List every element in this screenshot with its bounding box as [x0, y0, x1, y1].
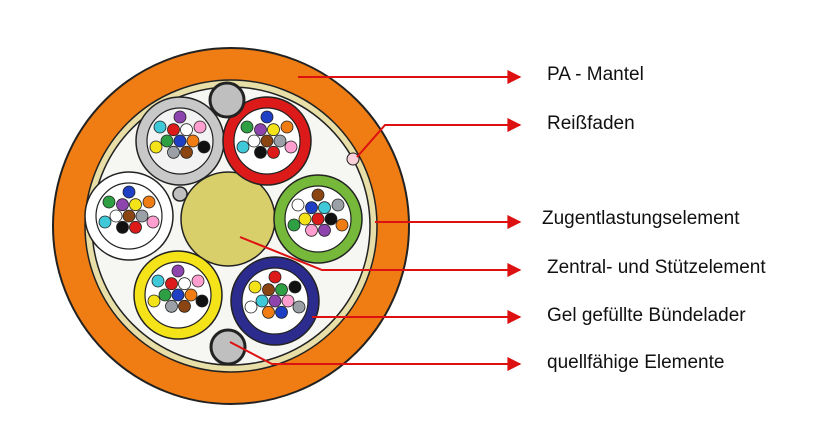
optical-fiber	[311, 212, 325, 226]
optical-fiber	[171, 264, 185, 278]
optical-fiber	[291, 198, 305, 212]
swelling-element-small	[172, 186, 188, 202]
optical-fiber	[122, 185, 136, 199]
optical-fiber	[116, 220, 129, 234]
ripcord	[346, 152, 360, 166]
optical-fiber	[180, 145, 193, 159]
optical-fiber	[280, 120, 294, 134]
optical-fiber	[167, 145, 180, 159]
label-pa-jacket: PA - Mantel	[547, 64, 644, 85]
optical-fiber	[149, 140, 163, 154]
optical-fiber	[195, 294, 209, 308]
optical-fiber	[165, 299, 178, 313]
optical-fiber	[116, 198, 129, 212]
optical-fiber	[247, 134, 261, 148]
optical-fiber	[248, 280, 262, 294]
optical-fiber	[305, 201, 318, 215]
buffer-tube-5	[133, 250, 223, 340]
optical-fiber	[318, 201, 331, 215]
optical-fiber	[173, 134, 187, 148]
optical-fiber	[129, 220, 142, 234]
optical-fiber	[267, 145, 280, 159]
optical-fiber	[129, 198, 142, 212]
optical-fiber	[151, 274, 165, 288]
optical-fiber	[160, 134, 174, 148]
optical-fiber	[311, 188, 325, 202]
optical-fiber	[180, 123, 193, 137]
optical-fiber	[193, 120, 207, 134]
optical-fiber	[184, 288, 198, 302]
buffer-tube-3	[273, 174, 363, 264]
optical-fiber	[197, 140, 211, 154]
buffer-tube-2	[222, 96, 312, 186]
arrow-swelling-element	[229, 341, 522, 371]
label-central-member: Zentral- und Stützelement	[547, 257, 766, 278]
optical-fiber	[262, 283, 275, 297]
optical-fiber	[267, 123, 280, 137]
optical-fiber	[273, 134, 287, 148]
optical-fiber	[178, 277, 191, 291]
optical-fiber	[171, 288, 185, 302]
optical-fiber	[122, 209, 136, 223]
optical-fiber	[275, 305, 288, 319]
optical-fiber	[135, 209, 149, 223]
label-ripcord: Reißfaden	[547, 113, 635, 134]
optical-fiber	[158, 288, 172, 302]
optical-fiber	[153, 120, 167, 134]
optical-fiber	[244, 300, 258, 314]
optical-fiber	[178, 299, 191, 313]
optical-fiber	[281, 294, 295, 308]
label-buffer-tubes: Gel gefüllte Bündelader	[547, 305, 746, 326]
optical-fiber	[254, 145, 267, 159]
optical-fiber	[186, 134, 200, 148]
optical-fiber	[109, 209, 123, 223]
label-swelling-elements: quellfähige Elemente	[547, 352, 725, 373]
optical-fiber	[147, 294, 161, 308]
buffer-tube-1	[135, 96, 225, 186]
optical-fiber	[288, 280, 302, 294]
optical-fiber	[167, 123, 180, 137]
optical-fiber	[298, 212, 312, 226]
optical-fiber	[191, 274, 205, 288]
optical-fiber	[165, 277, 178, 291]
optical-fiber	[255, 294, 269, 308]
swelling-element-bottom	[209, 328, 247, 366]
label-strength-member: Zugentlastungselement	[542, 208, 740, 229]
optical-fiber	[284, 140, 298, 154]
central-member	[180, 171, 276, 267]
arrow-ripcord	[356, 118, 522, 158]
swelling-element-top	[208, 81, 246, 119]
optical-fiber	[240, 120, 254, 134]
optical-fiber	[268, 270, 282, 284]
optical-fiber	[254, 123, 267, 137]
optical-fiber	[292, 300, 306, 314]
optical-fiber	[331, 198, 345, 212]
buffer-tube-4	[230, 256, 320, 346]
optical-fiber	[318, 223, 331, 237]
optical-fiber	[335, 218, 349, 232]
optical-fiber	[260, 134, 274, 148]
buffer-tube-6	[84, 171, 174, 261]
optical-fiber	[236, 140, 250, 154]
optical-fiber	[287, 218, 301, 232]
optical-fiber	[268, 294, 282, 308]
optical-fiber	[173, 110, 187, 124]
optical-fiber	[324, 212, 338, 226]
optical-fiber	[142, 195, 156, 209]
arrow-central-member	[239, 236, 522, 277]
optical-fiber	[275, 283, 288, 297]
optical-fiber	[260, 110, 274, 124]
optical-fiber	[305, 223, 318, 237]
optical-fiber	[98, 215, 112, 229]
optical-fiber	[146, 215, 160, 229]
optical-fiber	[102, 195, 116, 209]
optical-fiber	[262, 305, 275, 319]
